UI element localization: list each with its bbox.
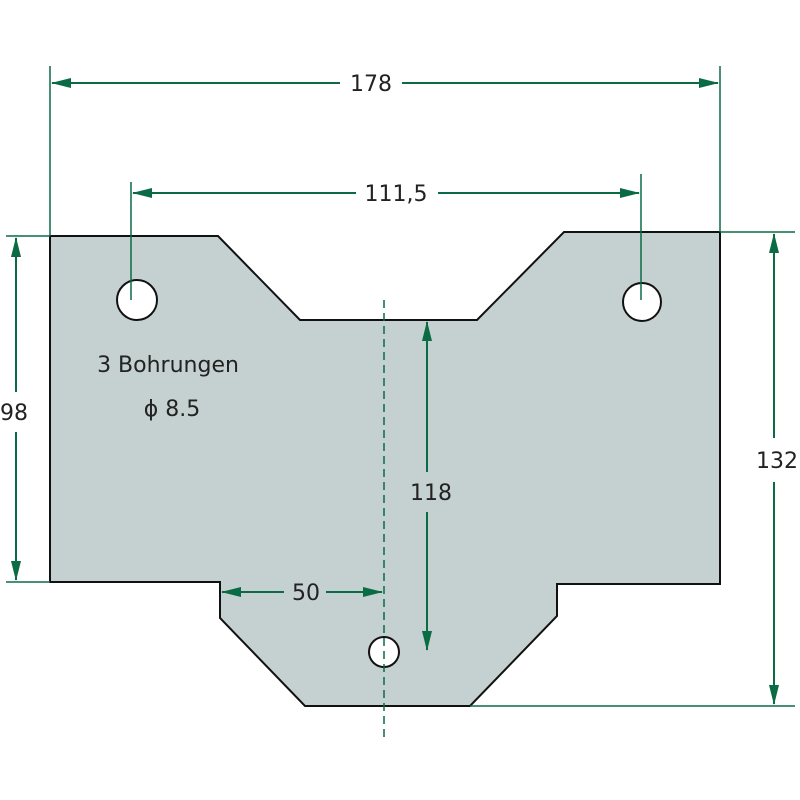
dimension-label-center-to-hole: 118 [410,481,452,506]
dimension-label-left-height: 98 [0,401,28,426]
note-hole-count: 3 Bohrungen [97,353,239,378]
dimension-label-hole-spacing: 111,5 [365,182,428,207]
dimension-label-right-height: 132 [756,449,798,474]
dimension-center-offset: 50 [221,581,383,606]
dimension-overall-width: 178 [51,72,719,97]
mounting-hole-right [622,282,662,322]
mounting-hole-left [116,279,158,321]
dimension-hole-spacing: 111,5 [132,182,640,207]
dimension-center-to-hole: 118 [410,321,452,651]
dimension-right-height: 132 [756,233,798,705]
note-hole-diameter: ϕ 8.5 [144,397,201,422]
dimension-label-center-offset: 50 [292,581,320,606]
dimension-label-overall-width: 178 [350,72,392,97]
plate-outline [49,231,721,707]
dimension-left-height: 98 [0,237,28,581]
extension-lines [6,66,795,707]
